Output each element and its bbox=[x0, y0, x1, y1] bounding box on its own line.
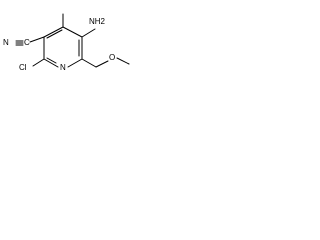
nitrile-single-bond bbox=[29, 36, 45, 43]
ring-double-bond-n-c2 bbox=[46, 57, 57, 64]
ether-oxygen-bond-2 bbox=[116, 57, 130, 65]
ring-nitrogen-label: N bbox=[60, 63, 66, 72]
chemical-structure-diagram: NH2 N Cl O N C bbox=[3, 13, 130, 72]
chloro-bond bbox=[32, 58, 45, 67]
ether-oxygen-bond-1 bbox=[95, 60, 109, 68]
chloro-label: Cl bbox=[19, 63, 27, 72]
ring-double-bond-c3-c4 bbox=[46, 29, 63, 39]
ring-bond-n-c2 bbox=[43, 58, 59, 68]
ring-bond-c4-c5 bbox=[62, 26, 83, 38]
amino-bond bbox=[81, 28, 96, 38]
ring-bond-c6-n bbox=[67, 58, 83, 68]
amino-label: NH2 bbox=[89, 17, 106, 26]
methylene-bond bbox=[81, 58, 97, 68]
nitrile-carbon-label: C bbox=[24, 38, 30, 47]
nitrile-nitrogen-label: N bbox=[3, 38, 9, 47]
ring-bond-c3-c4 bbox=[43, 26, 64, 38]
ether-oxygen-label: O bbox=[109, 53, 115, 62]
